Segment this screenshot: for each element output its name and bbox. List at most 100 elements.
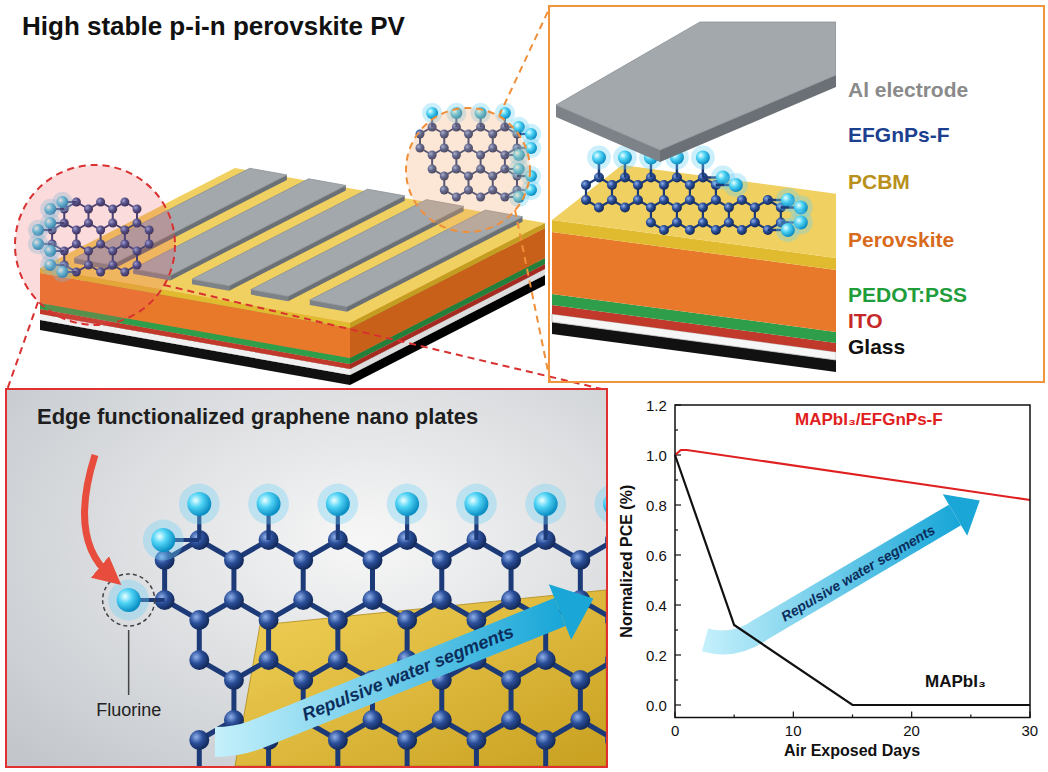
fluorine-glow	[587, 146, 611, 170]
series-label: MAPbI₃/EFGnPs-F	[795, 410, 943, 430]
carbon-atom	[581, 195, 591, 205]
layer-stack-art	[552, 22, 836, 372]
chart-frame	[675, 405, 1030, 718]
fluorine-glow	[248, 484, 289, 525]
zoom-line	[499, 7, 550, 116]
fluorine-glow	[691, 146, 715, 170]
water-arrow	[215, 612, 560, 742]
tick-label: 1.0	[646, 447, 667, 464]
electrode-side	[347, 217, 523, 312]
series-line	[675, 450, 1030, 500]
zoom-panel: Edge functionalized graphene nano plates…	[5, 388, 608, 768]
arrow-label: Repulsive water segments	[299, 621, 516, 725]
carbon-atom	[685, 225, 695, 235]
fluorine-glow	[387, 484, 428, 525]
axis-title: Air Exposed Days	[784, 742, 920, 760]
graphene-piece	[581, 173, 786, 236]
tick-label: 0.0	[646, 697, 667, 714]
carbon-atom	[189, 650, 209, 670]
zoom-panel: Al electrodeEFGnPs-FPCBMPerovskitePEDOT:…	[548, 5, 1045, 383]
y-tick	[675, 704, 681, 705]
fluorine-atom	[729, 178, 743, 192]
y-tick	[675, 604, 681, 605]
fluorine-atom	[326, 492, 350, 516]
carbon-atom	[362, 550, 382, 570]
carbon-atom	[750, 203, 760, 213]
graphene-panel-art	[85, 455, 606, 766]
chart	[675, 405, 1030, 718]
x-tick	[793, 712, 794, 718]
fluorine-atom	[117, 588, 141, 612]
figure-title: High stable p-i-n perovskite PV	[22, 12, 405, 42]
carbon-atom	[605, 610, 606, 630]
fluorine-atom	[464, 492, 488, 516]
carbon-atom	[570, 710, 590, 730]
carbon-atom	[501, 590, 521, 610]
carbon-atom	[570, 550, 590, 570]
layer-label: Perovskite	[848, 228, 954, 252]
fluorine-glow	[108, 580, 149, 621]
carbon-atom	[570, 670, 590, 690]
leader-line	[128, 630, 130, 695]
carbon-atom	[698, 218, 708, 228]
series-line	[675, 455, 1030, 705]
fluorine-atom	[603, 492, 606, 516]
carbon-atom	[685, 195, 695, 205]
carbon-atom	[328, 650, 348, 670]
series-label: MAPbI₃	[925, 672, 986, 692]
layer-label: PEDOT:PSS	[848, 283, 967, 307]
carbon-atom	[724, 218, 734, 228]
y-tick	[675, 654, 681, 655]
carbon-atom	[397, 730, 417, 750]
highlight-circle	[103, 574, 155, 626]
arrow-label: Repulsive water segments	[778, 521, 938, 624]
fluorine-glow	[595, 484, 606, 525]
carbon-atom	[224, 550, 244, 570]
carbon-atom	[328, 730, 348, 750]
carbon-atom	[536, 730, 556, 750]
carbon-atom	[466, 730, 486, 750]
fluorine-glow	[456, 484, 497, 525]
layer-label: ITO	[848, 309, 883, 333]
carbon-atom	[397, 610, 417, 630]
water-arrow-head	[549, 584, 594, 640]
zoom-line	[515, 210, 550, 381]
axis-title: Normalized PCE (%)	[618, 485, 636, 638]
carbon-atom	[328, 610, 348, 630]
x-tick	[911, 712, 912, 718]
carbon-atom	[605, 530, 606, 550]
carbon-atom	[711, 195, 721, 205]
carbon-atom	[698, 203, 708, 213]
carbon-atom	[432, 590, 452, 610]
fluorine-atom	[618, 151, 632, 165]
carbon-atom	[685, 180, 695, 190]
fluorine-glow	[724, 173, 748, 197]
layer-label: PCBM	[848, 170, 910, 194]
zoom-line	[7, 302, 38, 390]
carbon-atom	[607, 180, 617, 190]
carbon-atom	[672, 203, 682, 213]
zoom-markers	[7, 7, 1030, 718]
fluorine-glow	[179, 484, 220, 525]
y-tick	[675, 504, 681, 505]
fluorine-glow	[776, 218, 800, 242]
tick-label: 0.8	[646, 497, 667, 514]
carbon-atom	[633, 180, 643, 190]
carbon-atom	[259, 610, 279, 630]
graphene-lattice	[155, 530, 606, 766]
callout-label: Fluorine	[96, 700, 161, 721]
fluorine-atom	[534, 492, 558, 516]
carbon-atom	[224, 670, 244, 690]
pcbm-top	[552, 165, 836, 258]
carbon-atom	[501, 670, 521, 690]
carbon-atom	[293, 550, 313, 570]
tick-label: 20	[903, 722, 920, 739]
water-arrow-head	[943, 494, 980, 535]
tick-label: 0	[671, 722, 679, 739]
carbon-atom	[432, 710, 452, 730]
carbon-atom	[594, 203, 604, 213]
carbon-atom	[581, 180, 591, 190]
carbon-atom	[672, 218, 682, 228]
pointer-arrow	[85, 455, 111, 576]
